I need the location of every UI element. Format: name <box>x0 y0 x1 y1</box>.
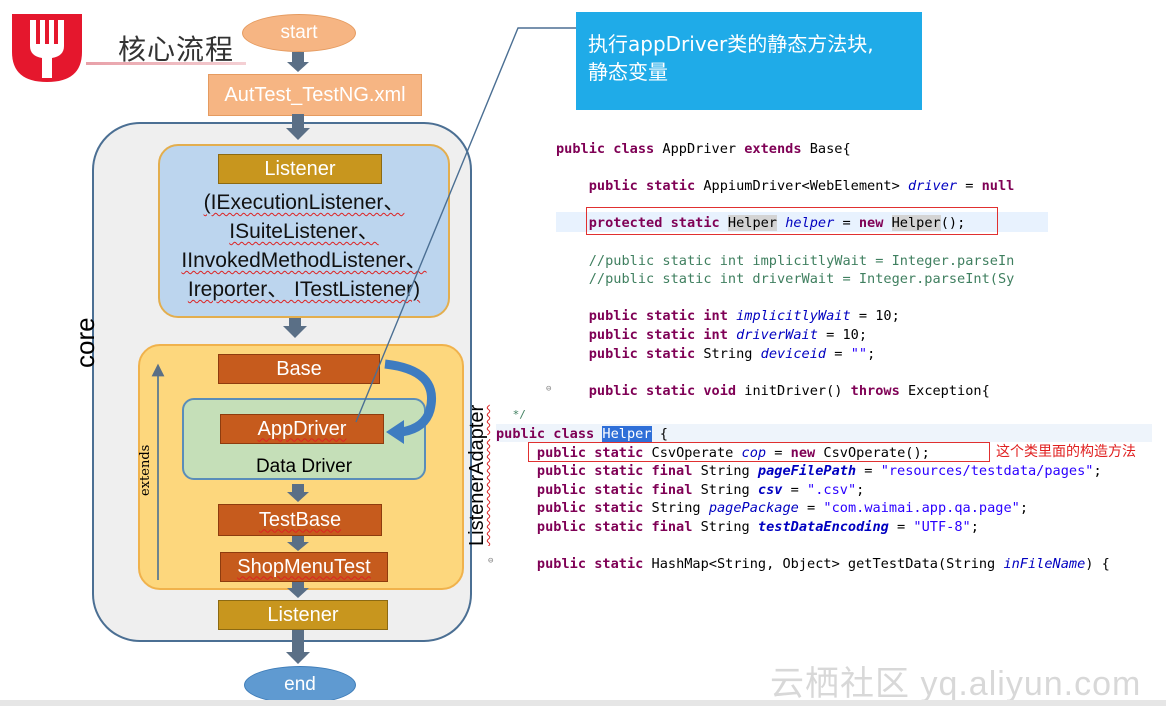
callout-line-2: 静态变量 <box>588 60 668 84</box>
title-underline <box>86 62 246 65</box>
callout-line-1: 执行appDriver类的静态方法块, <box>588 32 874 56</box>
data-driver-label: Data Driver <box>255 456 353 477</box>
page-title: 核心流程 <box>118 33 235 66</box>
down-arrows <box>283 52 310 664</box>
watermark: 云栖社区 yq.aliyun.com <box>770 665 1142 703</box>
shopmenutest-node: ShopMenuTest <box>220 552 388 582</box>
gutter-marker-2: ⊖ <box>488 556 494 566</box>
helper-highlight-box <box>586 207 998 235</box>
csvoperate-highlight-box <box>528 442 990 462</box>
bottom-bar <box>0 700 1166 706</box>
red-annotation: 这个类里面的构造方法 <box>996 444 1136 460</box>
listener-top-node: Listener <box>218 154 382 184</box>
callout-note: 执行appDriver类的静态方法块, 静态变量 <box>576 12 922 110</box>
listener-line-1: (IExecutionListener、 <box>203 191 405 214</box>
fork-logo-icon <box>12 14 82 82</box>
listener-line-4: Ireporter、 ITestListener) <box>187 278 421 301</box>
gutter-marker: ⊖ <box>546 384 552 394</box>
code-appdriver: public class AppDriver extends Base{ pub… <box>556 141 1015 399</box>
code-helper: public class Helper { public static CsvO… <box>496 426 1110 573</box>
base-node: Base <box>218 354 380 384</box>
appdriver-node: AppDriver <box>220 414 384 444</box>
listener-line-3: IInvokedMethodListener、 <box>181 249 427 272</box>
listener-bottom-node: Listener <box>218 600 388 630</box>
listener-line-2: ISuiteListener、 <box>229 220 379 243</box>
start-node: start <box>242 14 356 52</box>
comment-end: */ <box>506 408 526 421</box>
end-node: end <box>244 666 356 704</box>
code-line-highlight-2 <box>496 424 1152 442</box>
listener-interfaces: (IExecutionListener、 ISuiteListener、 IIn… <box>160 188 448 304</box>
testbase-node: TestBase <box>218 504 382 536</box>
config-xml-node: AutTest_TestNG.xml <box>208 74 422 116</box>
